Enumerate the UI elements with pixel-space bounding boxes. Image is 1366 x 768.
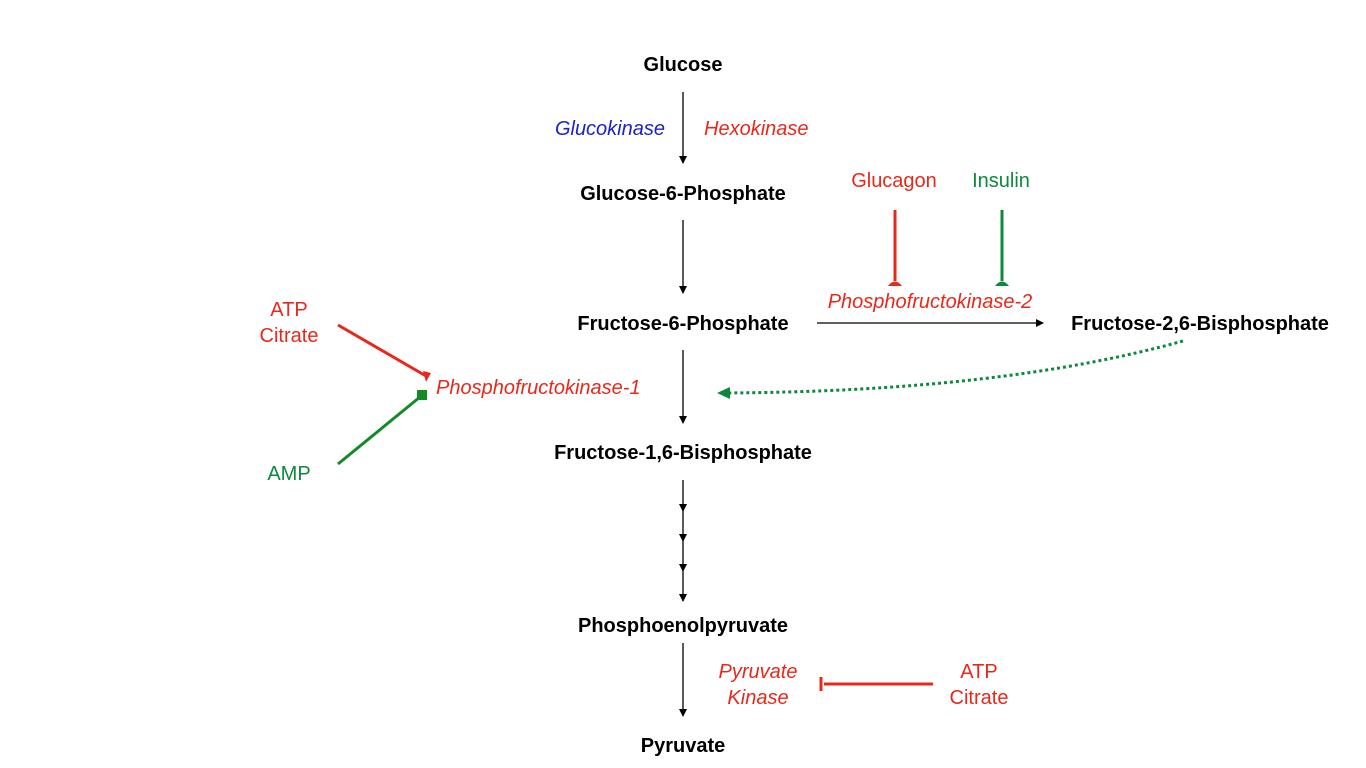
metabolite-fructose-2-6-bisphosphate: Fructose-2,6-Bisphosphate [1071, 313, 1329, 335]
regulator-amp: AMP [267, 463, 311, 485]
f26bp-pfk1-activation-dotted [717, 339, 1184, 399]
enzyme-hexokinase: Hexokinase [704, 118, 809, 140]
metabolite-fructose-1-6-bisphosphate: Fructose-1,6-Bisphosphate [554, 442, 812, 464]
insulin-activation-head [995, 281, 1009, 286]
regulator-pfk1-atp: ATP [270, 299, 308, 321]
enzyme-glucokinase: Glucokinase [554, 118, 665, 140]
atp-citrate-pfk1-inhibition-bar [423, 371, 431, 382]
enzyme-phosphofructokinase-2: Phosphofructokinase-2 [827, 291, 1033, 313]
enzyme-pyruvate-kinase-line1: Pyruvate [718, 661, 798, 683]
regulator-pfk1-citrate: Citrate [259, 325, 319, 347]
amp-pfk1-activation-line [337, 395, 421, 466]
metabolite-fructose-6-phosphate: Fructose-6-Phosphate [577, 313, 789, 335]
enzyme-pyruvate-kinase-line2: Kinase [727, 687, 789, 709]
metabolite-phosphoenolpyruvate: Phosphoenolpyruvate [577, 615, 789, 637]
enzyme-phosphofructokinase-1: Phosphofructokinase-1 [436, 377, 641, 399]
glucagon-inhibition-bar [888, 281, 902, 286]
regulator-insulin: Insulin [972, 170, 1030, 192]
regulator-glucagon: Glucagon [851, 170, 937, 192]
metabolite-glucose-6-phosphate: Glucose-6-Phosphate [580, 183, 786, 205]
regulator-pfk1-inhibitors: ATP Citrate [260, 297, 319, 349]
atp-citrate-pfk1-inhibition-line [337, 323, 427, 378]
metabolite-glucose: Glucose [643, 54, 723, 76]
amp-pfk1-activation-head [417, 390, 427, 400]
regulator-pk-citrate: Citrate [949, 687, 1009, 709]
regulator-pk-atp: ATP [960, 661, 998, 683]
enzyme-pyruvate-kinase: Pyruvate Kinase [719, 659, 798, 711]
regulator-pk-inhibitors: ATP Citrate [950, 659, 1009, 711]
metabolite-pyruvate: Pyruvate [640, 735, 726, 757]
